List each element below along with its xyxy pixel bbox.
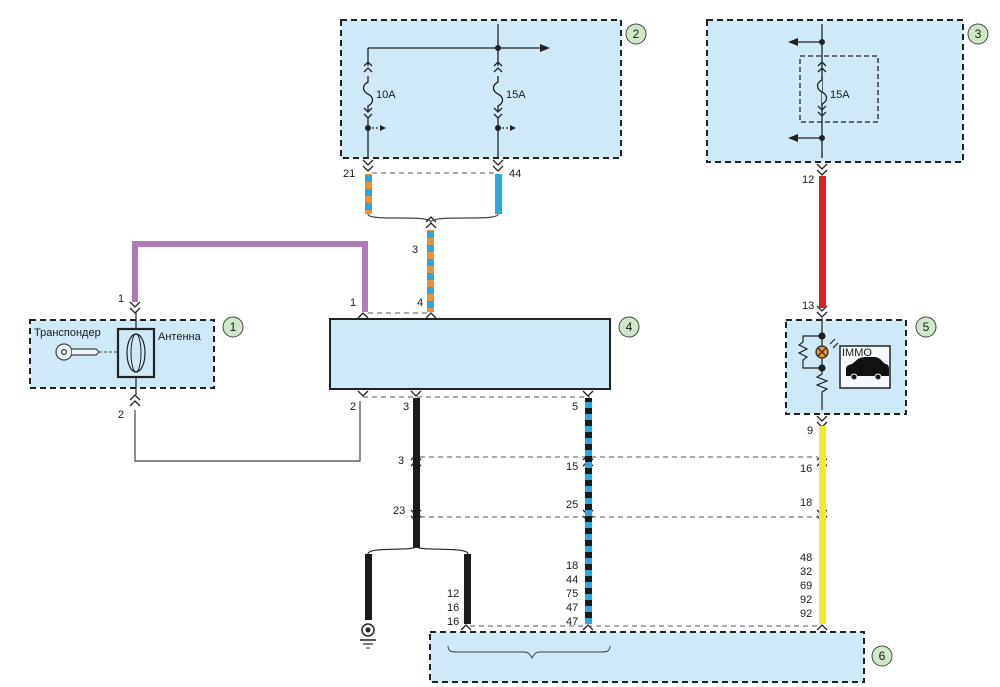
wire-black [413,398,420,548]
pin-c1-top: 1 [118,293,124,305]
ground-icon [360,623,376,649]
pin-c2-right: 44 [509,168,521,180]
connector-chevrons [129,159,828,631]
car-icon [846,357,889,381]
immo-label: IMMO [842,347,872,359]
component-3-internals [788,24,879,158]
yellow-pin-2: 32 [800,566,812,578]
fuse-10a-label: 10A [376,89,396,101]
badge-5: 5 [915,316,937,338]
wire-yellow [819,426,826,624]
component-4-box [329,318,611,390]
yellow-pin-4: 92 [800,594,812,606]
pin-conn2-yellow: 18 [800,497,812,509]
wire-splice-to-c4 [427,230,434,312]
wire-c2-44 [495,174,502,214]
ground-pin-3: 16 [447,616,459,628]
antenna-label: Антенна [158,331,202,343]
svg-text:6: 6 [879,649,886,663]
component-2-internals [362,24,550,158]
pin-conn1-yellow: 16 [800,463,812,475]
badge-1: 1 [222,316,244,338]
pin-c4-out3: 3 [403,401,409,413]
antenna-coil-icon [116,312,156,395]
svg-text:4: 4 [626,320,633,334]
wire-splice [367,213,499,223]
wire-c1-2-thin [134,401,361,462]
fuse-15a-label-c3: 15A [830,89,850,101]
pin-c4-out5: 5 [572,401,578,413]
yellow-pin-1: 48 [800,552,812,564]
pin-c4-in4: 4 [417,297,423,309]
yellow-pin-3: 69 [800,580,812,592]
svg-text:1: 1 [230,320,237,334]
component-6-box [429,631,865,683]
ground-pin-1: 12 [447,588,459,600]
wire-ground-split [367,545,469,555]
badge-2: 2 [625,23,647,45]
pin-conn1-blue: 15 [566,461,578,473]
key-icon [55,343,100,361]
badge-6: 6 [871,645,893,667]
wire-pink [132,241,368,312]
pin-conn2-blue: 25 [566,499,578,511]
pin-c4-in1: 1 [350,297,356,309]
wire-black-blue [585,398,592,624]
pin-conn1-black: 3 [398,455,404,467]
wire-red [819,176,826,308]
pin-c3-out: 12 [802,174,814,186]
pin-c2-left: 21 [343,168,355,180]
pin-c1-bottom: 2 [118,409,124,421]
pin-c5-in: 13 [802,300,814,312]
connector-dashed-lines [363,172,818,627]
bus-brace [447,645,611,660]
badge-3: 3 [967,23,989,45]
blue-pin-3: 75 [566,588,578,600]
svg-text:5: 5 [923,320,930,334]
blue-pin-5: 47 [566,616,578,628]
badge-4: 4 [618,316,640,338]
wire-c2-21 [365,174,372,214]
wire-ground [365,554,372,620]
svg-text:3: 3 [975,27,982,41]
blue-pin-2: 44 [566,574,578,586]
component-2-box [340,19,622,159]
wire-to-c6-black [464,554,471,624]
fuse-15a-label-c2: 15A [506,89,526,101]
pin-splice-top: 3 [412,244,418,256]
svg-text:2: 2 [633,27,640,41]
ground-pin-2: 16 [447,602,459,614]
yellow-pin-5: 92 [800,608,812,620]
blue-pin-1: 18 [566,560,578,572]
pin-c4-out2: 2 [350,401,356,413]
pin-conn2-black: 23 [393,505,405,517]
component-3-box [706,19,964,163]
blue-pin-4: 47 [566,602,578,614]
pin-c5-out: 9 [807,425,813,437]
transponder-label: Транспондер [34,327,101,339]
